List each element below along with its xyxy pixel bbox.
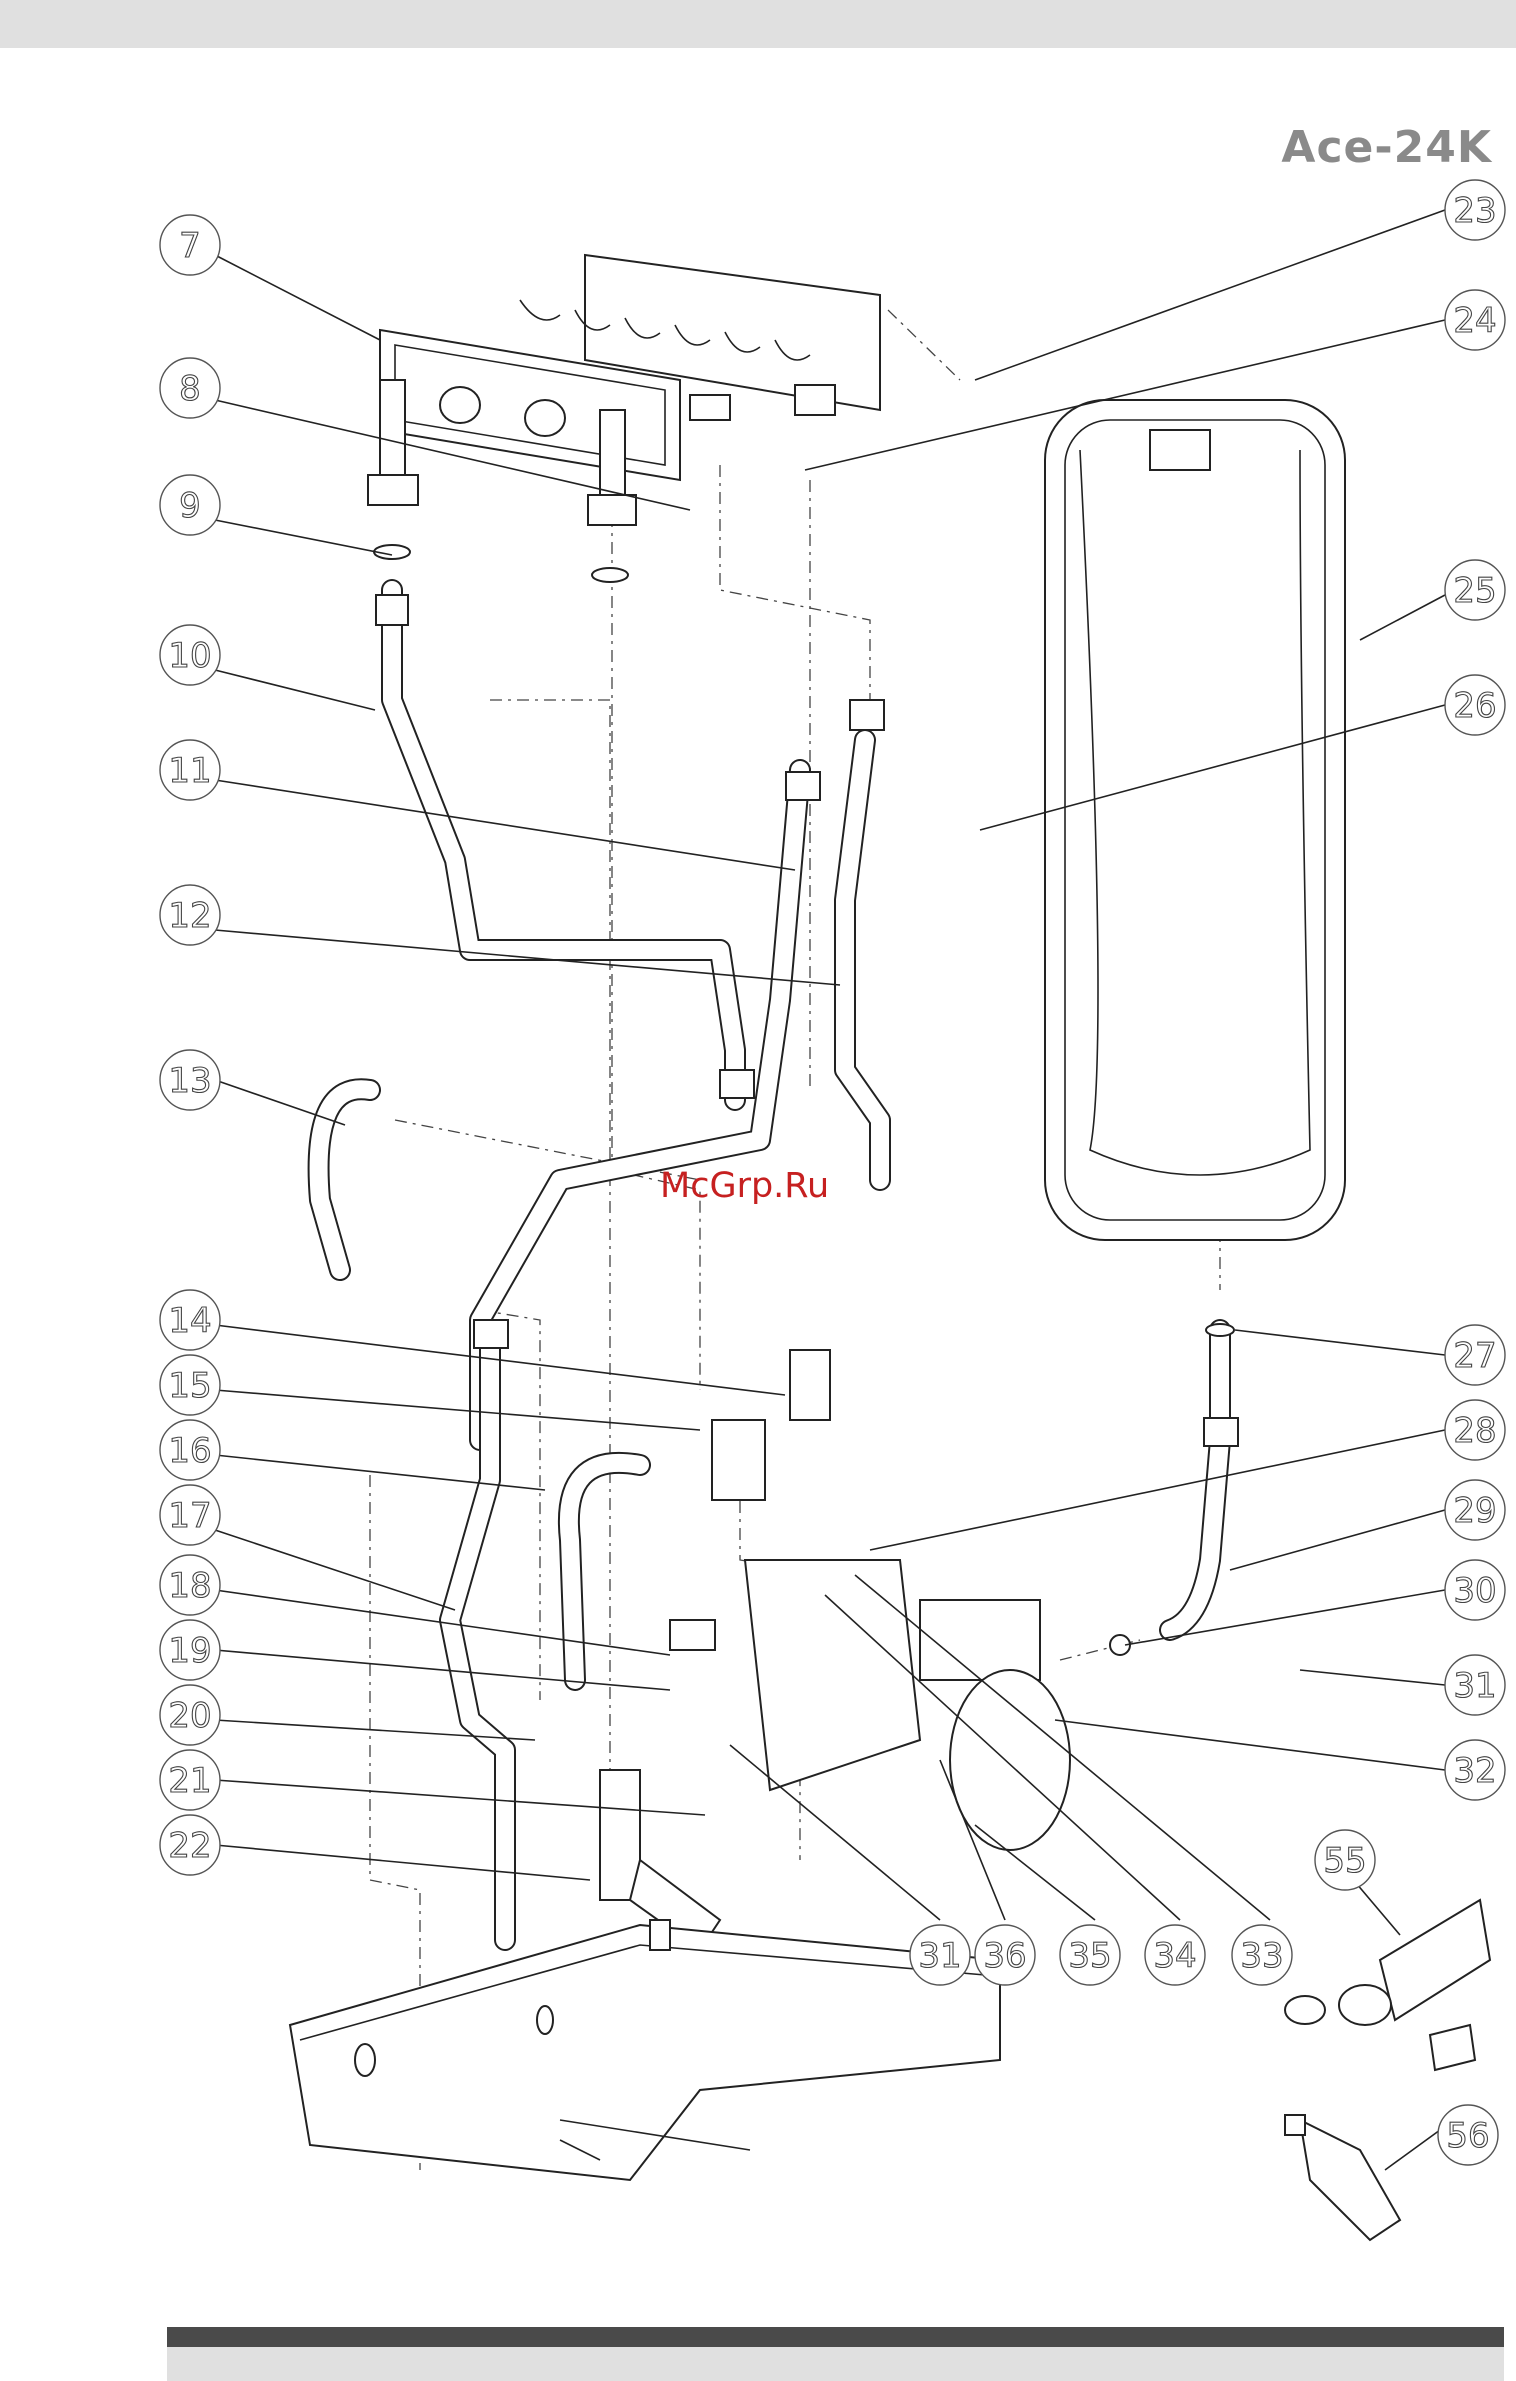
svg-text:10: 10 <box>168 636 211 676</box>
callout-11: 11 <box>160 740 220 800</box>
svg-text:34: 34 <box>1153 1936 1196 1976</box>
footer-dark-band <box>167 2327 1504 2347</box>
callout-13: 13 <box>160 1050 220 1110</box>
mounting-bracket-part <box>290 1920 1000 2180</box>
callout-29: 29 <box>1445 1480 1505 1540</box>
callout-7: 7 <box>160 215 220 275</box>
svg-text:24: 24 <box>1453 301 1496 341</box>
callout-32: 32 <box>1445 1740 1505 1800</box>
svg-text:29: 29 <box>1453 1491 1496 1531</box>
callout-10: 10 <box>160 625 220 685</box>
callout-36: 36 <box>975 1925 1035 1985</box>
callout-14: 14 <box>160 1290 220 1350</box>
svg-text:28: 28 <box>1453 1411 1496 1451</box>
svg-text:33: 33 <box>1240 1936 1283 1976</box>
callout-30: 30 <box>1445 1560 1505 1620</box>
svg-text:55: 55 <box>1323 1841 1366 1881</box>
burner-manifold-part <box>368 255 880 525</box>
callout-20: 20 <box>160 1685 220 1745</box>
svg-text:36: 36 <box>983 1936 1026 1976</box>
callout-17: 17 <box>160 1485 220 1545</box>
callout-19: 19 <box>160 1620 220 1680</box>
callout-25: 25 <box>1445 560 1505 620</box>
callout-21: 21 <box>160 1750 220 1810</box>
drain-valve-part <box>1285 2115 1400 2240</box>
svg-text:18: 18 <box>168 1566 211 1606</box>
svg-text:7: 7 <box>179 226 201 266</box>
svg-text:15: 15 <box>168 1366 211 1406</box>
svg-text:13: 13 <box>168 1061 211 1101</box>
callout-26: 26 <box>1445 675 1505 735</box>
svg-text:21: 21 <box>168 1761 211 1801</box>
svg-text:20: 20 <box>168 1696 211 1736</box>
svg-text:16: 16 <box>168 1431 211 1471</box>
filter-kit-part <box>1285 1900 1490 2070</box>
callout-12: 12 <box>160 885 220 945</box>
callout-23: 23 <box>1445 180 1505 240</box>
svg-text:19: 19 <box>168 1631 211 1671</box>
callout-15: 15 <box>160 1355 220 1415</box>
callout-33: 33 <box>1232 1925 1292 1985</box>
svg-text:35: 35 <box>1068 1936 1111 1976</box>
svg-text:9: 9 <box>179 486 201 526</box>
svg-text:26: 26 <box>1453 686 1496 726</box>
callout-18: 18 <box>160 1555 220 1615</box>
svg-text:23: 23 <box>1453 191 1496 231</box>
callout-56: 56 <box>1438 2105 1498 2165</box>
svg-text:11: 11 <box>168 751 211 791</box>
callout-16: 16 <box>160 1420 220 1480</box>
svg-text:30: 30 <box>1453 1571 1496 1611</box>
callout-31-right: 31 <box>1445 1655 1505 1715</box>
callout-34: 34 <box>1145 1925 1205 1985</box>
svg-text:25: 25 <box>1453 571 1496 611</box>
svg-text:56: 56 <box>1446 2116 1489 2156</box>
callout-27: 27 <box>1445 1325 1505 1385</box>
callout-35: 35 <box>1060 1925 1120 1985</box>
svg-text:22: 22 <box>168 1826 211 1866</box>
watermark-text: McGrp.Ru <box>660 1166 829 1206</box>
pump-assembly-part <box>600 1350 1070 1950</box>
svg-text:27: 27 <box>1453 1336 1496 1376</box>
svg-text:32: 32 <box>1453 1751 1496 1791</box>
callout-24: 24 <box>1445 290 1505 350</box>
svg-text:8: 8 <box>179 369 201 409</box>
callout-55: 55 <box>1315 1830 1375 1890</box>
callout-22: 22 <box>160 1815 220 1875</box>
callout-31-bottom: 31 <box>910 1925 970 1985</box>
callout-28: 28 <box>1445 1400 1505 1460</box>
callout-8: 8 <box>160 358 220 418</box>
footer-light-band <box>167 2347 1504 2381</box>
svg-text:17: 17 <box>168 1496 211 1536</box>
svg-text:31: 31 <box>1453 1666 1496 1706</box>
expansion-vessel-part <box>1045 400 1345 1240</box>
svg-text:12: 12 <box>168 896 211 936</box>
svg-text:14: 14 <box>168 1301 211 1341</box>
svg-text:31: 31 <box>918 1936 961 1976</box>
callout-9: 9 <box>160 475 220 535</box>
